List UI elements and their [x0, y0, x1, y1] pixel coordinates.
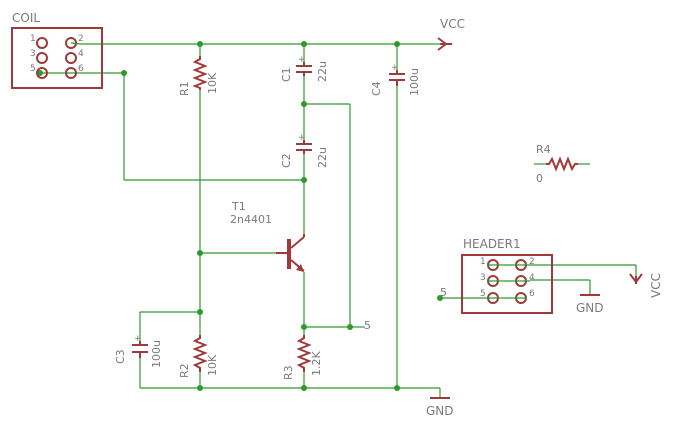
capacitor-c2: + C2 22u — [280, 133, 329, 168]
coil-pin-3: 3 — [30, 49, 36, 59]
header-net-label-5: 5 — [440, 286, 447, 299]
c2-name: C2 — [280, 153, 293, 168]
vcc-label: VCC — [440, 17, 465, 31]
vcc-label-header: VCC — [649, 273, 663, 298]
coil-pin-5: 5 — [30, 64, 36, 74]
r1-name: R1 — [178, 81, 191, 96]
resistor-r2: R2 10K — [178, 335, 219, 378]
header1-pin-6: 6 — [529, 289, 535, 299]
header1-pin-1: 1 — [480, 257, 486, 267]
c4-value: 100u — [408, 68, 421, 96]
t1-name: T1 — [231, 200, 246, 213]
vcc-symbol-header: VCC — [629, 273, 663, 298]
header1-pin-2: 2 — [529, 257, 535, 267]
r2-name: R2 — [178, 363, 191, 378]
header1-label: HEADER1 — [463, 237, 521, 251]
coil-pin-4: 4 — [78, 49, 84, 59]
r4-name: R4 — [536, 143, 551, 156]
gnd-symbol-header: GND — [576, 294, 604, 315]
r3-name: R3 — [282, 365, 295, 380]
vcc-symbol: VCC — [437, 17, 465, 51]
gnd-symbol-main: GND — [426, 397, 454, 418]
resistor-r1: R1 10K — [178, 56, 219, 96]
net-label-5: 5 — [364, 319, 371, 332]
coil-pin-6: 6 — [78, 64, 84, 74]
svg-text:+: + — [134, 334, 142, 344]
c1-name: C1 — [280, 67, 293, 82]
resistor-r4: R4 0 — [536, 143, 578, 185]
coil-pin-2: 2 — [78, 34, 84, 44]
c2-value: 22u — [316, 147, 329, 168]
header1-pin-3: 3 — [480, 273, 486, 283]
r3-value: 1.2K — [310, 351, 323, 376]
gnd-label-main: GND — [426, 404, 454, 418]
t1-value: 2n4401 — [230, 213, 272, 226]
coil-label: COIL — [12, 11, 40, 25]
wires — [40, 43, 637, 398]
header1-pin-4: 4 — [529, 273, 535, 283]
header1-connector: HEADER1 1 2 3 4 5 6 5 — [440, 237, 553, 314]
svg-text:+: + — [298, 55, 306, 65]
c4-name: C4 — [370, 81, 383, 96]
header1-pin-5: 5 — [480, 289, 486, 299]
c3-name: C3 — [114, 349, 127, 364]
coil-pin-1: 1 — [30, 34, 36, 44]
c3-value: 100u — [150, 340, 163, 368]
r2-value: 10K — [206, 354, 219, 376]
svg-text:+: + — [298, 133, 306, 143]
svg-text:+: + — [391, 63, 399, 73]
capacitor-c3: + C3 100u — [114, 334, 163, 368]
capacitor-c1: + C1 22u — [280, 55, 329, 82]
resistor-r3: R3 1.2K — [282, 335, 323, 380]
junction-dots — [37, 41, 443, 391]
transistor-t1: T1 2n4401 — [230, 200, 305, 272]
coil-connector: COIL 1 2 3 4 5 6 — [11, 11, 103, 89]
gnd-label-header: GND — [576, 301, 604, 315]
r4-value: 0 — [536, 172, 543, 185]
r1-value: 10K — [206, 72, 219, 94]
c1-value: 22u — [316, 61, 329, 82]
capacitor-c4: + C4 100u — [370, 63, 421, 96]
